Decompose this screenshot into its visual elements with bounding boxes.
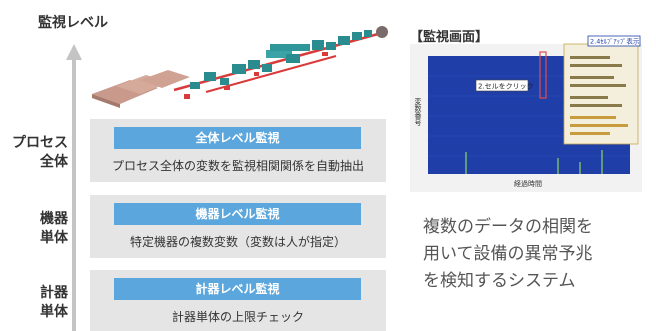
storage-tanks [92, 70, 190, 108]
system-caption: 複数のデータの相関を 用いて設備の異常予兆 を検知するシステム [423, 214, 643, 295]
desc-equipment: 特定機器の複数変数（変数は人が指定） [129, 235, 346, 249]
level-label-equipment: 機器 単体 [2, 210, 68, 248]
click-callout-text: 2.セルをクリック [478, 83, 534, 91]
level-axis-arrow [66, 44, 82, 331]
chip-instrument-monitoring: 計器レベル監視 [114, 278, 361, 300]
red-valves [184, 52, 328, 99]
band-instrument: 計器レベル監視 計器単体の上限チェック [90, 270, 386, 331]
level-label-instrument: 計器 単体 [2, 284, 68, 322]
end-tank [376, 26, 388, 38]
popup-lines [570, 56, 628, 135]
monitoring-screen: 2.セルをクリック 2.4ｾﾙﾌﾞｱｯﾌﾟ表示 変数番号 経過時間 [410, 35, 642, 192]
label-line: プロセス [12, 135, 68, 151]
anomaly-spikes [465, 150, 603, 174]
selected-cell-highlight [539, 51, 547, 99]
caption-line: 用いて設備の異常予兆 [423, 244, 593, 264]
plant-illustration [92, 26, 388, 108]
label-line: 全体 [40, 154, 68, 170]
caption-line: 複数のデータの相関を [423, 217, 593, 237]
y-axis-label: 変数番号 [414, 97, 422, 127]
label-line: 単体 [40, 304, 68, 320]
label-line: 計器 [40, 285, 68, 301]
label-line: 機器 [40, 211, 68, 227]
click-callout-box [475, 79, 529, 92]
band-equipment: 機器レベル監視 特定機器の複数変数（変数は人が指定） [90, 195, 386, 258]
chip-process-monitoring: 全体レベル監視 [114, 127, 361, 149]
axis-title: 監視レベル [38, 15, 108, 31]
desc-process: プロセス全体の変数を監視相関関係を自動抽出 [111, 159, 364, 173]
popup-header-box [587, 35, 641, 47]
popup-header-text: 2.4ｾﾙﾌﾞｱｯﾌﾟ表示 [590, 37, 640, 46]
arrow-head [66, 44, 82, 60]
desc-instrument: 計器単体の上限チェック [171, 310, 304, 324]
caption-line: を検知するシステム [423, 271, 576, 291]
screen-title: 【監視画面】 [410, 30, 489, 45]
equipment-units [190, 30, 372, 89]
x-axis-label: 経過時間 [514, 179, 542, 188]
level-label-process: プロセス 全体 [2, 134, 68, 172]
chip-equipment-monitoring: 機器レベル監視 [114, 203, 361, 225]
arrow-shaft [72, 58, 76, 331]
band-process: 全体レベル監視 プロセス全体の変数を監視相関関係を自動抽出 [90, 119, 386, 182]
label-line: 単体 [40, 230, 68, 246]
